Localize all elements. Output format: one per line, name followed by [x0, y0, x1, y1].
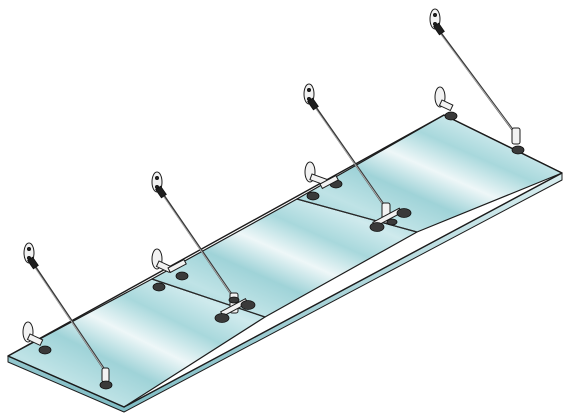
glass-fittings [99, 127, 525, 390]
tension-rod-2 [158, 188, 236, 300]
tension-rod-1 [30, 260, 108, 374]
panel-seam-right [296, 198, 418, 233]
wall-anchors [23, 8, 445, 270]
tension-rod-4 [435, 26, 517, 135]
glass-fitting-1 [99, 367, 113, 390]
wall-anchor-4 [429, 8, 445, 36]
tension-rods [30, 26, 517, 374]
wall-bracket-right [434, 86, 458, 121]
glass-panels [7, 114, 563, 408]
wall-brackets [22, 86, 458, 355]
wall-bracket-3 [304, 161, 343, 201]
panel-seam-left [151, 278, 266, 318]
spider-fitting-2 [214, 292, 256, 323]
spider-fitting-3 [369, 202, 412, 232]
tension-rod-3 [310, 100, 388, 210]
wall-bracket-left [22, 321, 52, 355]
wall-anchor-3 [303, 83, 319, 111]
wall-bracket-2 [151, 248, 189, 292]
glass-fitting-4 [511, 127, 525, 155]
wall-anchor-1 [23, 242, 39, 270]
wall-anchor-2 [151, 171, 167, 199]
